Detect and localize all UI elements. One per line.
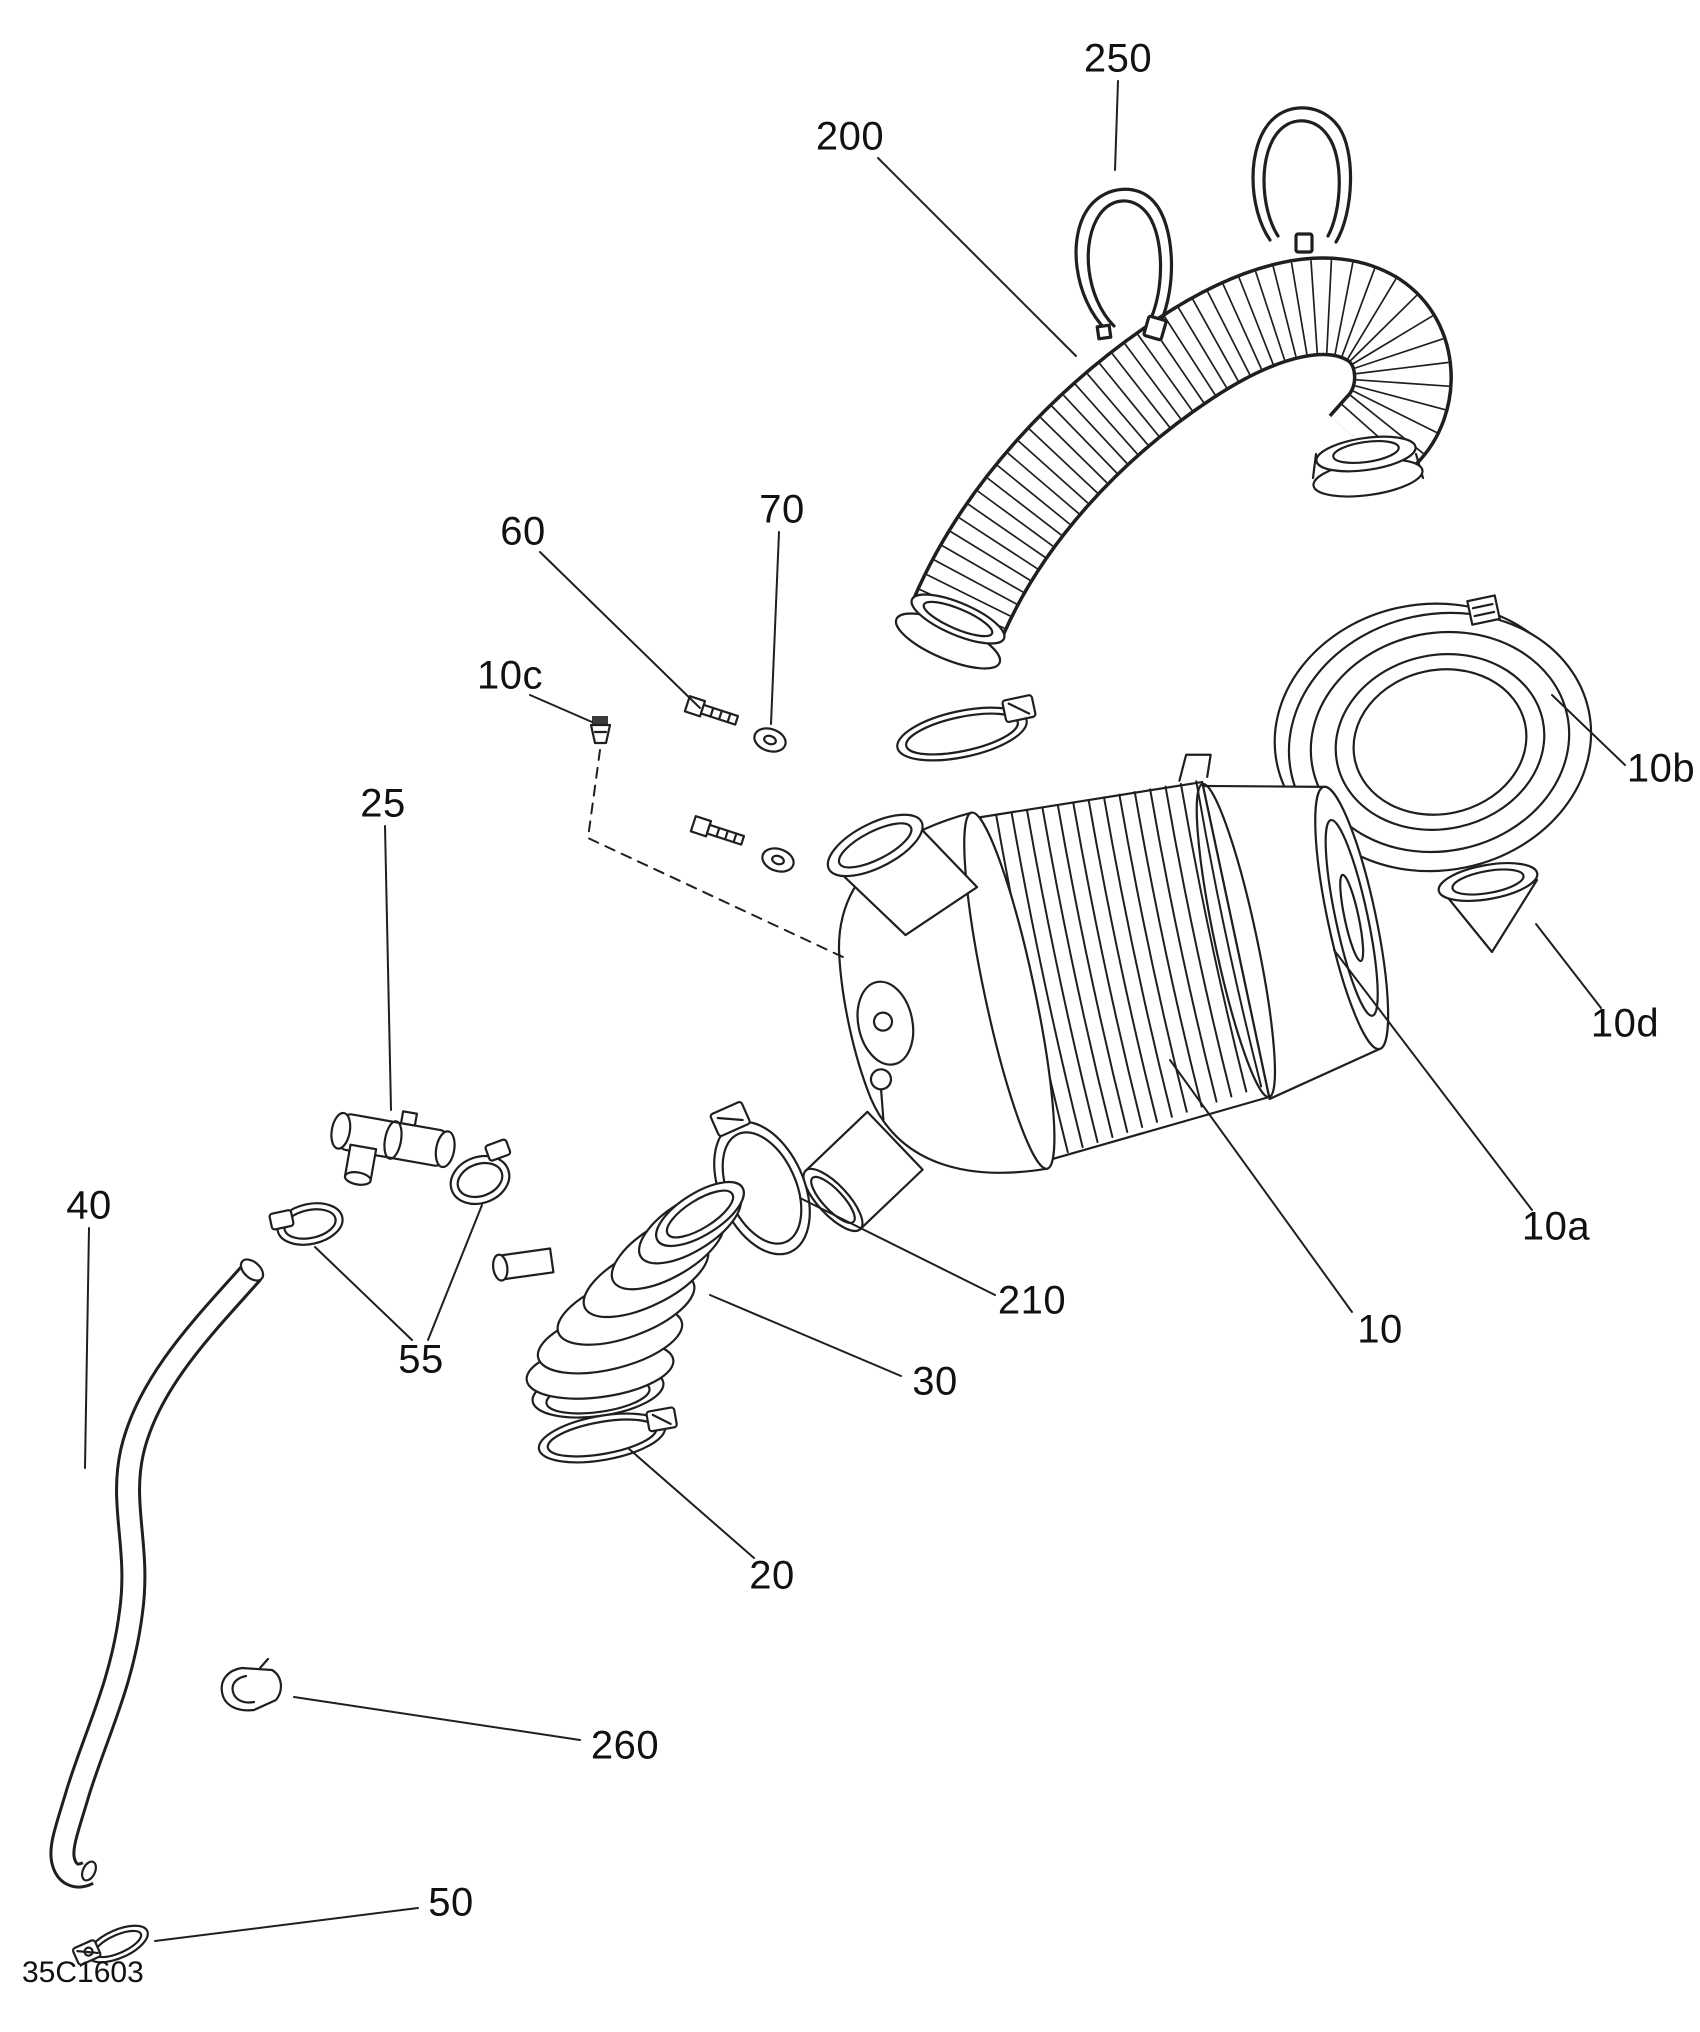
clip-260: [220, 1657, 282, 1712]
leader-lines: [84, 80, 1626, 1942]
callout-10a: 10a: [1521, 1204, 1591, 1249]
drain-cone-10d: [1437, 862, 1539, 954]
clamp-50: [71, 1924, 149, 1966]
callout-50: 50: [428, 1880, 474, 1925]
washer-70-b: [761, 847, 795, 873]
clamp-210: [709, 1100, 811, 1256]
elbow-fitting-25: [330, 1110, 456, 1186]
callout-200: 200: [815, 114, 885, 159]
callout-10c: 10c: [477, 653, 543, 698]
clamp-55-left: [268, 1202, 344, 1246]
wire-clip-250-a: [1074, 187, 1174, 342]
callout-250: 250: [1083, 36, 1153, 81]
air-filter-housing-10: [802, 753, 1390, 1233]
hose-clamp-upper: [896, 694, 1037, 762]
clamp-20: [537, 1406, 678, 1464]
fitting-10c: [589, 716, 612, 745]
intake-boot-30: [491, 1180, 745, 1419]
callout-260: 260: [590, 1723, 660, 1768]
drain-hose-40: [62, 1258, 267, 1882]
callout-20: 20: [749, 1553, 795, 1598]
drawing-code: 35C1603: [22, 1956, 144, 1989]
callout-70: 70: [759, 487, 805, 532]
callout-55: 55: [398, 1337, 444, 1382]
callout-25: 25: [360, 781, 406, 826]
corrugated-intake-hose: [894, 261, 1448, 670]
bolt-60-a: [683, 695, 740, 726]
cover-ring-10b: [1273, 594, 1593, 873]
callout-30: 30: [912, 1359, 958, 1404]
callout-10d: 10d: [1590, 1001, 1660, 1046]
wire-clip-250-b: [1251, 106, 1353, 254]
callout-10: 10: [1357, 1307, 1403, 1352]
clamp-55-right: [449, 1138, 512, 1206]
callout-10b: 10b: [1626, 746, 1696, 791]
bolt-60-b: [689, 815, 746, 846]
callout-60: 60: [500, 509, 546, 554]
callout-40: 40: [66, 1183, 112, 1228]
callout-210: 210: [997, 1278, 1067, 1323]
washer-70-a: [753, 727, 787, 753]
